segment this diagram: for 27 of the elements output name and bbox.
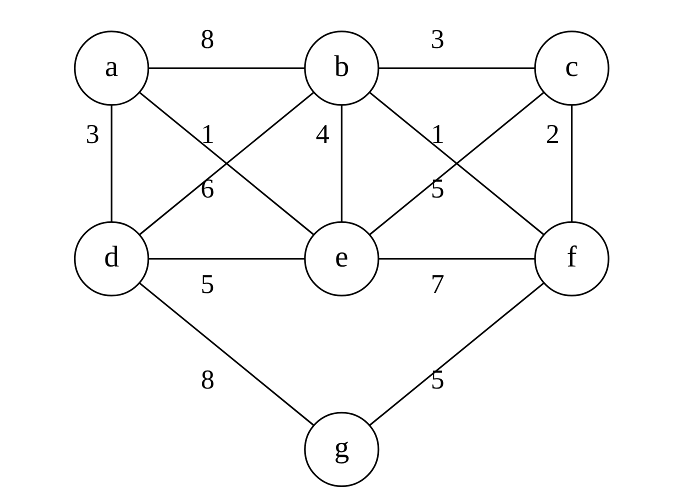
- node-circle: d: [74, 221, 150, 296]
- node-circle: c: [534, 30, 610, 106]
- node-circle: a: [74, 30, 150, 106]
- node-circle: e: [304, 221, 380, 296]
- edge-label: 3: [86, 119, 100, 150]
- edge-label: 2: [546, 119, 560, 150]
- connector: [340, 105, 342, 222]
- connector: [378, 67, 535, 70]
- edge-label: 1: [200, 119, 214, 150]
- edge-label: 4: [316, 119, 330, 150]
- connector: [570, 105, 573, 222]
- connector: [369, 92, 544, 236]
- node-circle: g: [304, 412, 380, 488]
- connector: [139, 282, 314, 426]
- connector: [148, 67, 305, 70]
- edge-label: 7: [430, 268, 444, 299]
- edge-label: 8: [200, 24, 214, 54]
- node-circle: b: [304, 30, 380, 106]
- connector: [369, 282, 544, 426]
- node-circle: f: [534, 221, 610, 296]
- edge-label: 8: [200, 364, 214, 394]
- edge-label: 5: [200, 268, 214, 299]
- connector: [378, 258, 535, 260]
- connector: [110, 105, 112, 222]
- edge-label: 3: [430, 24, 444, 54]
- edge-label: 1: [430, 119, 445, 150]
- connector: [148, 258, 305, 260]
